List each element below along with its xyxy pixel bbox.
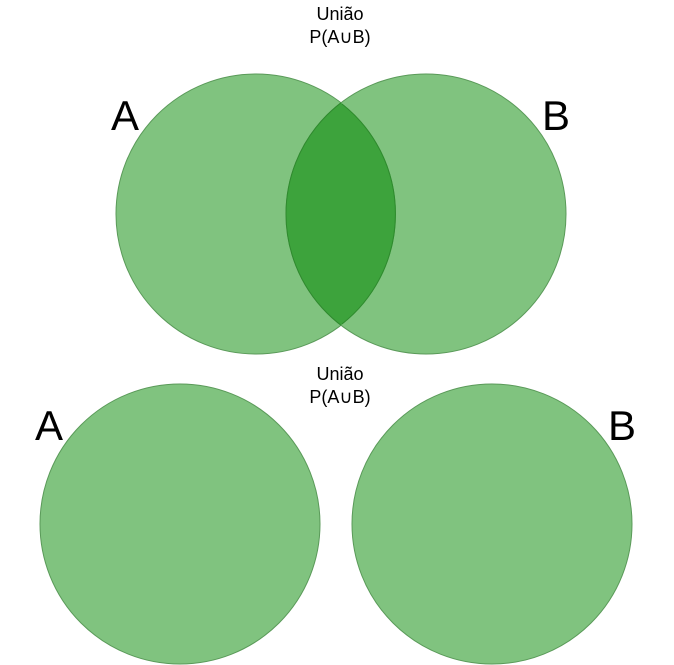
intersection-region <box>285 74 396 354</box>
set-a-outline <box>341 103 396 325</box>
set-a-label: A <box>35 402 64 449</box>
set-b-label: B <box>542 92 571 139</box>
union-title: União P(A∪B) <box>240 363 440 409</box>
union-title: União P(A∪B) <box>240 3 440 49</box>
venn-overlapping-diagram <box>115 73 567 355</box>
set-b-label: B <box>608 402 637 449</box>
venn-disjoint-diagram <box>39 383 633 665</box>
set-b-circle <box>351 383 633 665</box>
title-word: União <box>316 4 364 24</box>
title-formula: P(A∪B) <box>309 387 371 407</box>
title-word: União <box>316 364 364 384</box>
set-a-circle <box>39 383 321 665</box>
set-a-label: A <box>111 92 140 139</box>
title-formula: P(A∪B) <box>309 27 371 47</box>
